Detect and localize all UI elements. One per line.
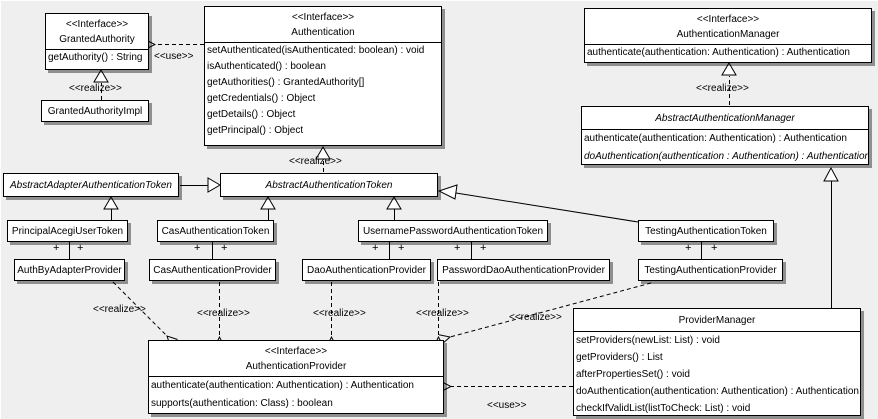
class-authentication-manager: <<Interface>> AuthenticationManager auth… [584,8,872,63]
method-row: isAuthenticated() : boolean [207,61,326,72]
class-cas-authentication-token: CasAuthenticationToken [157,220,274,242]
method-row: doAuthentication(authentication: Authent… [576,386,859,397]
class-cas-authentication-provider: CasAuthenticationProvider [149,259,276,281]
class-abstract-authentication-manager: AbstractAuthenticationManager authentica… [581,106,869,165]
class-name: AuthenticationManager [676,29,780,40]
class-name: AbstractAuthenticationManager [655,113,795,124]
class-name: PrincipalAcegiUserToken [11,225,124,237]
class-granted-authority: <<Interface>> GrantedAuthority getAuthor… [45,13,149,70]
stereotype-label: <<Interface>> [264,346,328,357]
method-row: setAuthenticated(isAuthenticated: boolea… [207,45,425,56]
method-row: authenticate(authentication: Authenticat… [151,380,414,391]
class-testing-authentication-provider: TestingAuthenticationProvider [638,259,783,281]
class-name: ProviderManager [678,315,756,326]
method-row: getAuthorities() : GrantedAuthority[] [207,77,365,88]
assoc-end-plus: + [194,242,201,254]
class-header: <<Interface>> AuthenticationProvider [149,341,443,377]
assoc-end-plus: + [77,242,84,254]
method-row: afterPropertiesSet() : void [576,369,690,380]
class-provider-manager: ProviderManager setProviders(newList: Li… [573,308,861,416]
class-name: GrantedAuthorityImpl [47,105,143,117]
class-name: AbstractAuthenticationToken [265,179,393,191]
class-name: Authentication [291,27,355,38]
class-dao-authentication-provider: DaoAuthenticationProvider [302,259,431,281]
assoc-end-plus: + [221,242,228,254]
class-principal-acegi-user-token: PrincipalAcegiUserToken [7,220,128,242]
method-row: getDetails() : Object [207,109,296,120]
class-header: <<Interface>> Authentication [205,7,441,43]
class-authentication: <<Interface>> Authentication setAuthenti… [204,6,442,146]
method-row: doAuthentication(authentication : Authen… [584,151,868,162]
class-authentication-provider: <<Interface>> AuthenticationProvider aut… [148,340,444,414]
generalization-triangle [823,166,839,182]
class-username-password-authentication-token: UsernamePasswordAuthenticationToken [358,220,548,242]
assoc-end-plus: + [372,242,379,254]
assoc-end-plus: + [53,242,60,254]
generalization-triangle [260,196,276,210]
realize-label: <<realize>> [416,308,469,319]
method-row: setProviders(newList: List) : void [576,335,720,346]
generalization-triangle [721,62,737,76]
stereotype-label: <<Interface>> [696,14,760,25]
gen-edge-testing-token [455,192,639,223]
assoc-end-plus: + [454,242,461,254]
class-abstract-authentication-token: AbstractAuthenticationToken [220,173,438,197]
class-name: DaoAuthenticationProvider [307,264,426,276]
class-header: AbstractAuthenticationManager [582,107,868,130]
class-name: CasAuthenticationProvider [153,264,272,276]
class-name: TestingAuthenticationProvider [644,264,777,276]
class-name: CasAuthenticationToken [161,225,270,237]
use-label: <<use>> [154,51,194,62]
class-name: GrantedAuthority [59,34,135,45]
assoc-end-plus: + [711,242,718,254]
method-row: checkIfValidList(listToCheck: List) : vo… [576,403,751,414]
method-row: getAuthority() : String [48,52,143,63]
class-abstract-adapter-authentication-token: AbstractAdapterAuthenticationToken [3,173,179,197]
realize-label: <<realize>> [509,312,562,323]
class-name: AbstractAdapterAuthenticationToken [10,179,172,191]
realize-label: <<realize>> [696,83,749,94]
use-label: <<use>> [487,400,527,411]
method-row: authenticate(authentication: Authenticat… [587,47,850,58]
realize-label: <<realize>> [69,83,122,94]
assoc-end-plus: + [398,242,405,254]
assoc-end-plus: + [685,242,692,254]
method-row: getProviders() : List [576,352,663,363]
stereotype-label: <<Interface>> [65,19,129,30]
realize-label: <<realize>> [197,308,250,319]
class-testing-authentication-token: TestingAuthenticationToken [638,220,774,242]
method-row: supports(authentication: Class) : boolea… [151,398,333,409]
realize-label: <<realize>> [93,304,146,315]
class-password-dao-authentication-provider: PasswordDaoAuthenticationProvider [437,259,610,281]
generalization-triangle [207,177,221,193]
realize-label: <<realize>> [289,156,342,167]
class-name: UsernamePasswordAuthenticationToken [362,225,544,237]
class-granted-authority-impl: GrantedAuthorityImpl [41,100,149,122]
stereotype-label: <<Interface>> [291,12,355,23]
class-name: AuthenticationProvider [245,361,347,372]
generalization-triangle [103,196,119,210]
generalization-triangle [437,184,458,200]
class-name: AuthByAdapterProvider [17,264,122,276]
method-row: authenticate(authentication: Authenticat… [584,133,847,144]
class-name: PasswordDaoAuthenticationProvider [442,264,605,276]
method-row: getPrincipal() : Object [207,125,304,136]
method-row: getCredentials() : Object [207,93,316,104]
class-auth-by-adapter-provider: AuthByAdapterProvider [14,259,125,281]
generalization-triangle [93,69,109,83]
class-header: <<Interface>> AuthenticationManager [585,9,871,45]
class-header: ProviderManager [574,309,860,332]
class-header: <<Interface>> GrantedAuthority [46,14,148,50]
generalization-triangle [386,196,402,210]
realize-label: <<realize>> [313,308,366,319]
class-name: TestingAuthenticationToken [645,225,767,237]
assoc-end-plus: + [480,242,487,254]
